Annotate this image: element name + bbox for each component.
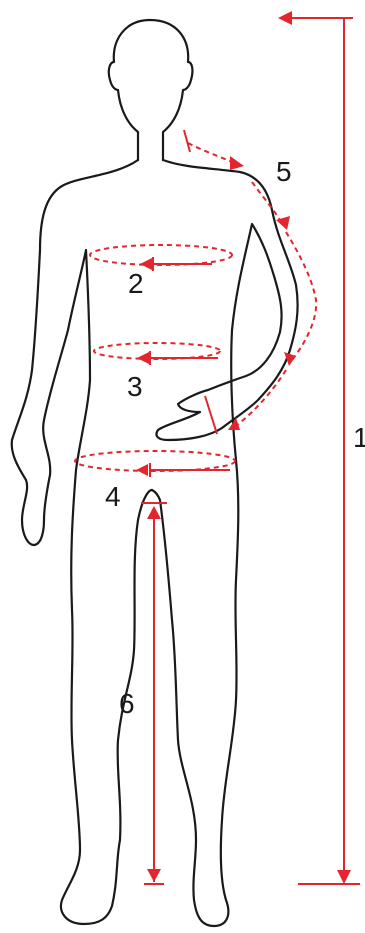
waist-ellipse: [94, 343, 220, 359]
inseam-bottom-arrow: [147, 869, 161, 882]
label-height: 1: [353, 422, 365, 453]
sleeve-arrow-1: [230, 156, 244, 170]
hips-arrow: [136, 464, 148, 476]
height-measure: 1: [278, 11, 365, 884]
sleeve-start-tick: [184, 130, 190, 152]
chest-ellipse: [90, 245, 232, 265]
waist-arrow: [137, 352, 149, 364]
label-waist: 3: [127, 371, 143, 402]
label-chest: 2: [128, 268, 144, 299]
height-bottom-arrow: [337, 870, 351, 884]
head: [109, 20, 193, 160]
right-arm-and-torso: [152, 160, 298, 926]
chest-measure: 2: [90, 245, 232, 299]
label-sleeve: 5: [276, 156, 292, 187]
label-inseam: 6: [119, 688, 135, 719]
sleeve-end-tick: [205, 396, 217, 434]
inseam-measure: 6: [119, 503, 167, 884]
sleeve-arrow-2: [276, 216, 290, 230]
label-hips: 4: [105, 481, 121, 512]
height-top-arrow: [278, 11, 292, 25]
hips-ellipse: [75, 451, 235, 471]
